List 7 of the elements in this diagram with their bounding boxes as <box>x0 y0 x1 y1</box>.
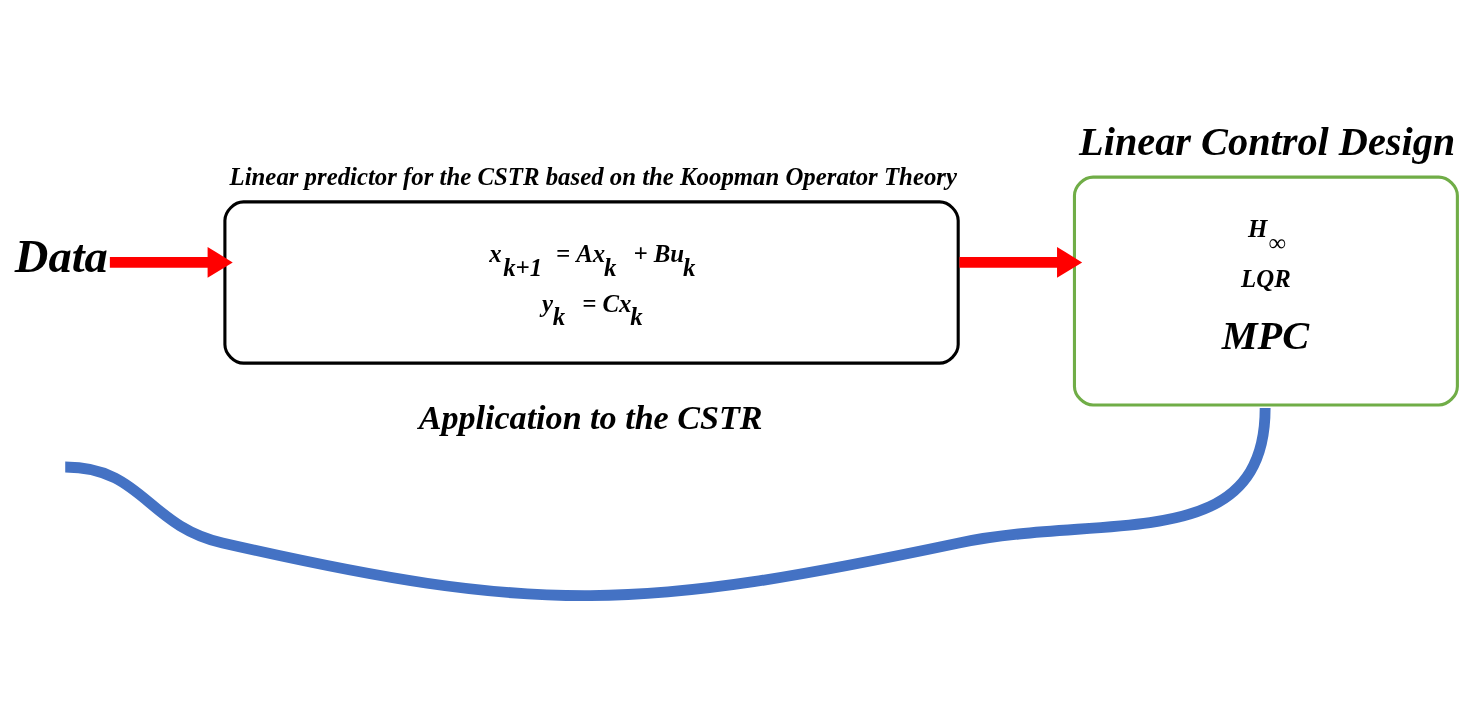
arrow <box>959 246 1083 278</box>
node-label: Linear Control Design <box>1079 118 1456 164</box>
connector <box>64 407 1271 601</box>
edge-label: Application to the CSTR <box>418 398 763 436</box>
arrow <box>109 246 233 278</box>
node-text: Data <box>14 230 108 282</box>
node-label: Linear predictor for the CSTR based on the Koopman Operator Theory <box>229 162 957 190</box>
